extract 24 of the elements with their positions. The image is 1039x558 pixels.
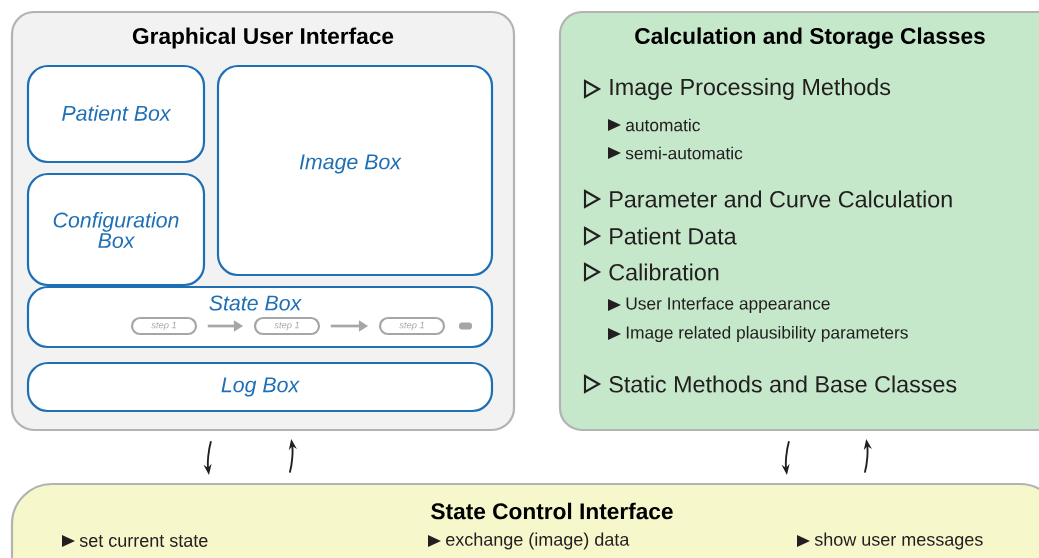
list-item: User Interface appearance (608, 296, 830, 314)
panel-heading: State Control Interface (431, 502, 673, 520)
classes-panel (558, 10, 1039, 432)
list-item: automatic (608, 118, 700, 132)
step-pill: step 1 (378, 316, 446, 336)
panel-heading: Graphical User Interface (132, 27, 394, 49)
list-item: Patient Data (583, 226, 737, 246)
rounded-box: Configuration Box (26, 172, 206, 287)
step-pill: step 1 (253, 316, 321, 336)
interface-band (10, 482, 1039, 558)
list-item: exchange (image) data (428, 532, 630, 550)
list-item: Image Processing Methods (583, 78, 891, 100)
panel-heading: Calculation and Storage Classes (635, 27, 985, 49)
rounded-box: Image Box (216, 64, 494, 277)
rounded-box: Patient Box (26, 64, 206, 164)
list-item: show user messages (797, 532, 983, 550)
list-item: set current state (62, 535, 208, 547)
list-item: Parameter and Curve Calculation (583, 189, 952, 209)
list-item: Image related plausibility parameters (608, 325, 908, 343)
list-item: Calibration (583, 262, 719, 282)
step-pill: step 1 (130, 316, 198, 336)
list-item: semi-automatic (608, 146, 743, 160)
rounded-box: Log Box (26, 361, 494, 413)
list-item: Static Methods and Base Classes (583, 374, 957, 394)
